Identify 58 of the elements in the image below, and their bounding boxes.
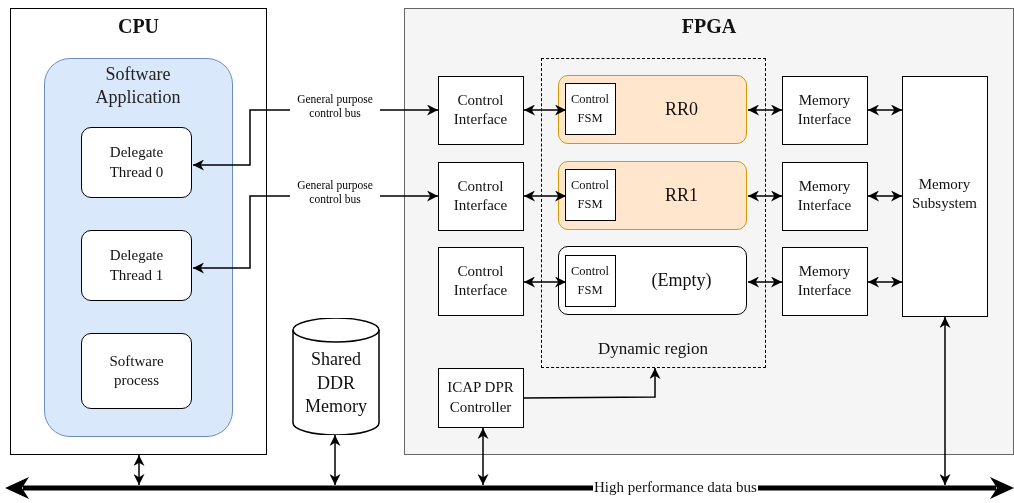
subsystem-box — [901, 75, 988, 317]
bidirectional-arrow — [867, 104, 903, 116]
panel-title: FPGA — [681, 14, 737, 39]
bidirectional-arrow — [477, 427, 489, 486]
arrow — [523, 367, 661, 399]
node-label: Delegate Thread 1 — [108, 246, 165, 285]
node-label: Control FSM — [569, 91, 611, 127]
node-label: Memory Interface — [796, 261, 853, 300]
bidirectional-arrow — [867, 276, 903, 288]
panel-title: CPU — [117, 14, 160, 39]
interface-box — [781, 161, 868, 231]
node-label: RR0 — [665, 97, 698, 121]
interface-box — [781, 246, 868, 316]
controller-box — [437, 367, 524, 428]
fsm-box — [564, 254, 616, 307]
interface-box — [781, 75, 868, 145]
node-label: Delegate Thread 0 — [108, 143, 165, 182]
node-label: Control Interface — [452, 90, 509, 129]
fpga-panel — [404, 8, 1014, 455]
fsm-box — [564, 82, 616, 135]
node-label: Control Interface — [452, 261, 509, 300]
region-slot — [558, 75, 747, 144]
bidirectional-arrow — [329, 434, 341, 486]
interface-box — [437, 161, 524, 231]
fsm-box — [564, 168, 616, 221]
thread-box — [81, 230, 192, 301]
application-container — [43, 57, 233, 437]
node-label: Shared DDR Memory — [304, 348, 368, 419]
region-slot — [558, 246, 747, 315]
node-label: Memory Interface — [796, 90, 853, 129]
bidirectional-arrow — [133, 454, 145, 486]
region-slot — [558, 161, 747, 230]
node-label: Memory Subsystem — [911, 174, 978, 213]
bidirectional-arrow — [523, 104, 567, 116]
interface-box — [437, 75, 524, 145]
bidirectional-arrow — [523, 276, 567, 288]
bidirectional-arrow — [747, 104, 783, 116]
cpu-panel — [10, 8, 267, 455]
node-label: ICAP DPR Controller — [446, 378, 515, 417]
node-label: Control Interface — [452, 176, 509, 215]
node-label: RR1 — [665, 183, 698, 207]
region-label: Dynamic region — [598, 338, 708, 361]
bidirectional-arrow — [867, 190, 903, 202]
container-title: Software Application — [94, 62, 182, 109]
node-label: Memory Interface — [796, 176, 853, 215]
node-label: (Empty) — [651, 268, 712, 292]
node-label: Software process — [108, 351, 165, 390]
bidirectional-arrow — [747, 190, 783, 202]
dynamic-region — [540, 57, 766, 368]
interface-box — [437, 246, 524, 316]
node-label: Control FSM — [569, 177, 611, 213]
bidirectional-arrow — [939, 316, 951, 486]
bidirectional-arrow — [747, 276, 783, 288]
bidirectional-arrow — [523, 190, 567, 202]
thread-box — [81, 127, 192, 198]
bus-label: High performance data bus — [593, 478, 758, 498]
process-box — [81, 333, 192, 409]
node-label: Control FSM — [569, 263, 611, 299]
